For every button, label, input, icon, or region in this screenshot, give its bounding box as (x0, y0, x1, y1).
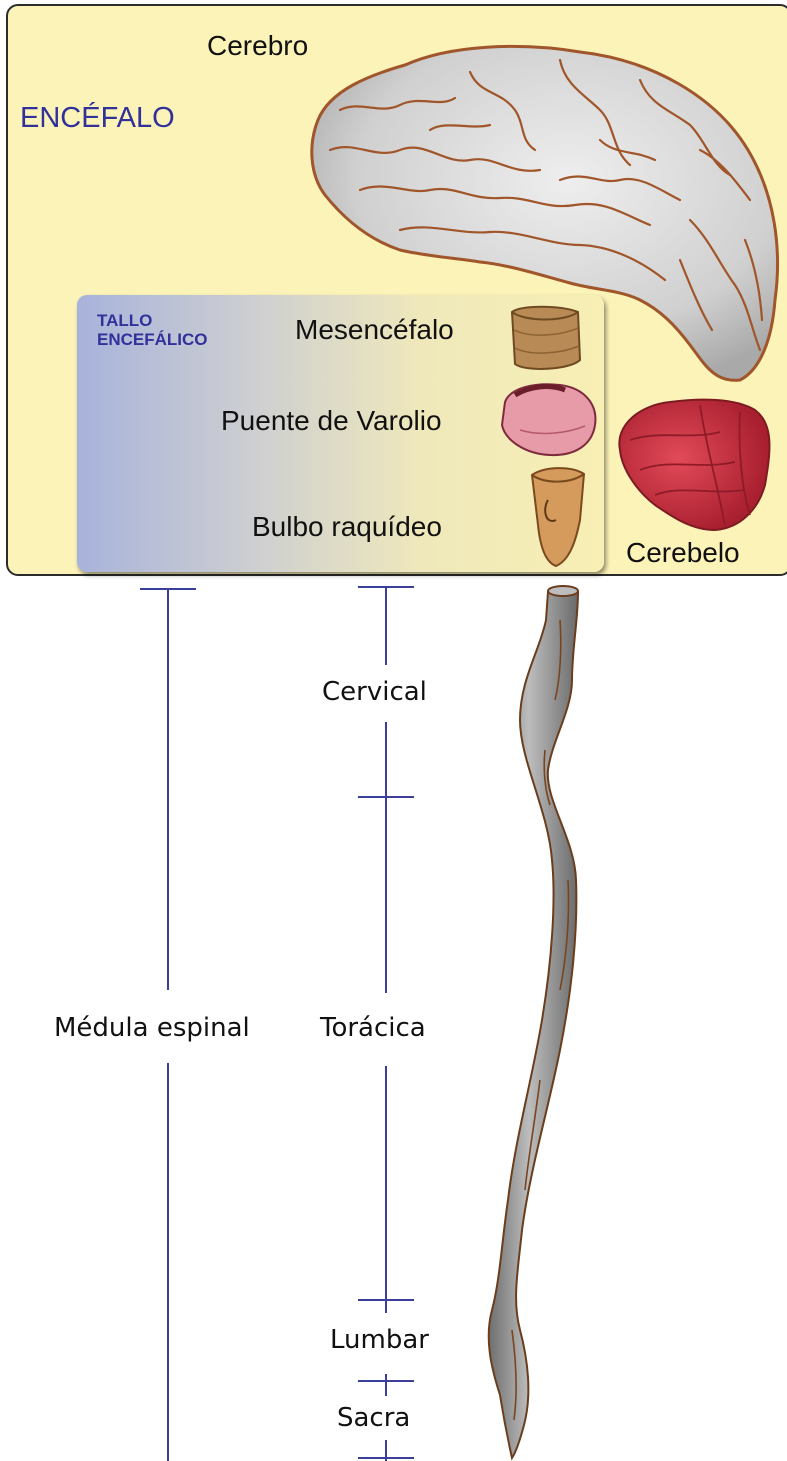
medula-espinal-label: Médula espinal (54, 1013, 250, 1043)
puente-shape (500, 383, 597, 457)
cerebro-label: Cerebro (207, 30, 309, 61)
tallo-title-line1: TALLO (97, 311, 153, 330)
cerebro-shape (310, 44, 780, 382)
tallo-title: TALLO ENCEFÁLICO (97, 311, 208, 349)
segment-toracica-label: Torácica (320, 1013, 426, 1043)
mesencefalo-label: Mesencéfalo (295, 314, 454, 345)
tallo-title-line2: ENCEFÁLICO (97, 330, 208, 349)
bulbo-label: Bulbo raquídeo (252, 511, 442, 542)
cerebelo-label: Cerebelo (626, 537, 740, 568)
encefalo-title: ENCÉFALO (20, 102, 175, 134)
cerebelo-shape (618, 398, 771, 532)
medula-espinal-shape (487, 585, 580, 1461)
mesencefalo-shape (510, 305, 582, 370)
bulbo-shape (530, 467, 586, 568)
puente-label: Puente de Varolio (221, 405, 442, 436)
segment-cervical-label: Cervical (322, 677, 427, 707)
segment-sacra-label: Sacra (337, 1403, 411, 1433)
segment-lumbar-label: Lumbar (330, 1325, 429, 1355)
